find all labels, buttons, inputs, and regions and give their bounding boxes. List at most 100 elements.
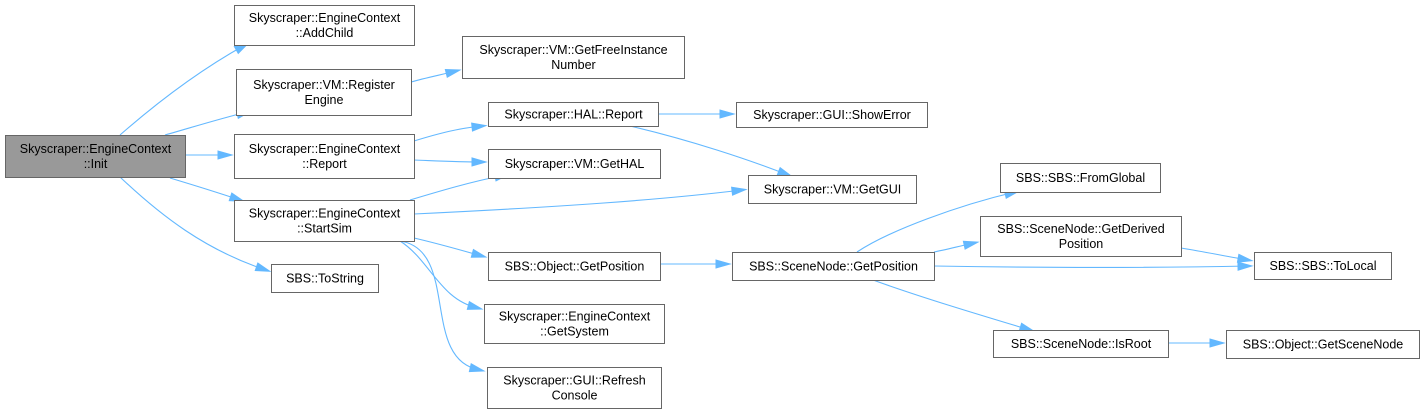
node-box <box>5 135 186 178</box>
edge-arrowhead <box>217 150 234 160</box>
edge-isroot-to-getscenenode <box>1168 338 1226 348</box>
node-label-line: SBS::SceneNode::IsRoot <box>1011 337 1152 351</box>
node-box <box>1254 252 1392 280</box>
edge-arrowhead <box>470 248 488 258</box>
edge-arrowhead <box>715 259 732 269</box>
node-label-line: ::GetSystem <box>540 325 609 339</box>
node-label-line: SBS::SBS::ToLocal <box>1269 259 1376 273</box>
node-label-line: Skyscraper::HAL::Report <box>504 108 643 122</box>
edge-line <box>629 125 789 176</box>
edge-init-to-addchild <box>119 42 251 136</box>
node-startsim[interactable]: Skyscraper::EngineContext::StartSim <box>234 200 415 242</box>
node-box <box>980 216 1182 257</box>
node-label-line: SBS::SceneNode::GetPosition <box>749 260 918 274</box>
edge-arrowhead <box>731 186 748 196</box>
edge-sngetpos-to-getderived <box>933 240 980 253</box>
node-box <box>993 330 1169 358</box>
edge-arrowhead <box>1209 338 1226 348</box>
node-fromglobal[interactable]: SBS::SBS::FromGlobal <box>1000 163 1161 193</box>
edge-report-to-gethal <box>413 157 488 167</box>
edge-halreport-to-getgui <box>629 125 794 178</box>
node-sngetpos[interactable]: SBS::SceneNode::GetPosition <box>732 252 935 281</box>
edge-arrowhead <box>1237 261 1254 271</box>
node-label-line: SBS::SceneNode::GetDerived <box>997 222 1164 236</box>
edge-regengine-to-getfree <box>410 68 462 83</box>
node-label-line: Skyscraper::VM::Register <box>253 78 395 92</box>
node-getsystem[interactable]: Skyscraper::EngineContext::GetSystem <box>484 304 665 344</box>
node-gethal[interactable]: Skyscraper::VM::GetHAL <box>488 149 661 179</box>
edge-init-to-startsim <box>169 177 246 202</box>
edge-getderived-to-tolocal <box>1180 247 1254 263</box>
edge-arrowhead <box>1236 253 1254 263</box>
edge-line <box>933 265 1249 269</box>
edge-arrowhead <box>1018 322 1036 332</box>
node-objgetpos[interactable]: SBS::Object::GetPosition <box>488 252 661 281</box>
node-label-line: SBS::SBS::FromGlobal <box>1016 171 1145 185</box>
node-box <box>488 149 661 179</box>
node-label-line: Skyscraper::VM::GetFreeInstance <box>479 43 667 57</box>
node-box <box>488 252 661 281</box>
node-isroot[interactable]: SBS::SceneNode::IsRoot <box>993 330 1169 358</box>
edge-arrowhead <box>468 363 486 373</box>
node-label-line: Skyscraper::VM::GetGUI <box>764 183 902 197</box>
edge-arrowhead <box>466 300 484 310</box>
edge-halreport-to-showerror <box>658 109 736 119</box>
edge-objgetpos-to-sngetpos <box>660 259 732 269</box>
edge-startsim-to-refresh <box>399 240 486 373</box>
edge-arrowhead <box>471 157 488 167</box>
edge-init-to-tostring <box>119 176 272 272</box>
node-label-line: ::Init <box>84 157 108 171</box>
node-getgui[interactable]: Skyscraper::VM::GetGUI <box>748 175 917 204</box>
edge-line <box>399 240 481 371</box>
node-box <box>234 200 415 242</box>
node-label-line: SBS::Object::GetSceneNode <box>1243 338 1404 352</box>
node-label-line: SBS::Object::GetPosition <box>505 260 645 274</box>
nodes-layer: Skyscraper::EngineContext::InitSkyscrape… <box>5 5 1420 409</box>
node-getscenenode[interactable]: SBS::Object::GetSceneNode <box>1226 330 1420 359</box>
node-box <box>748 175 917 204</box>
node-box <box>1000 163 1161 193</box>
node-label-line: Skyscraper::EngineContext <box>249 11 401 25</box>
edge-line <box>413 189 743 215</box>
edge-arrowhead <box>471 122 488 132</box>
node-box <box>1226 330 1420 359</box>
edge-line <box>119 44 246 136</box>
node-showerror[interactable]: Skyscraper::GUI::ShowError <box>736 102 928 128</box>
edge-init-to-report <box>185 150 234 160</box>
edge-startsim-to-objgetpos <box>413 237 488 258</box>
node-tolocal[interactable]: SBS::SBS::ToLocal <box>1254 252 1392 280</box>
node-label-line: ::AddChild <box>296 26 354 40</box>
node-label-line: Skyscraper::VM::GetHAL <box>505 157 645 171</box>
edge-line <box>399 240 479 309</box>
node-halreport[interactable]: Skyscraper::HAL::Report <box>488 102 659 127</box>
node-tostring[interactable]: SBS::ToString <box>271 264 379 293</box>
edge-line <box>169 177 241 201</box>
edge-arrowhead <box>962 240 980 250</box>
node-box <box>462 36 685 79</box>
edge-arrowhead <box>444 68 462 79</box>
node-box <box>234 5 415 46</box>
node-box <box>732 252 935 281</box>
node-label-line: Skyscraper::GUI::ShowError <box>753 108 911 122</box>
node-label-line: Skyscraper::EngineContext <box>20 142 172 156</box>
node-report[interactable]: Skyscraper::EngineContext::Report <box>234 134 415 179</box>
edge-startsim-to-getsystem <box>399 240 484 310</box>
edge-line <box>164 111 248 136</box>
node-box <box>236 69 412 116</box>
node-init[interactable]: Skyscraper::EngineContext::Init <box>5 135 186 178</box>
node-box <box>487 367 662 409</box>
node-box <box>271 264 379 293</box>
node-label-line: Console <box>552 389 598 403</box>
node-addchild[interactable]: Skyscraper::EngineContext::AddChild <box>234 5 415 46</box>
node-label-line: Skyscraper::GUI::Refresh <box>503 374 645 388</box>
edge-line <box>413 237 483 257</box>
edge-sngetpos-to-tolocal <box>933 261 1254 271</box>
node-box <box>736 102 928 128</box>
edge-line <box>119 176 267 271</box>
edge-arrowhead <box>719 109 736 119</box>
